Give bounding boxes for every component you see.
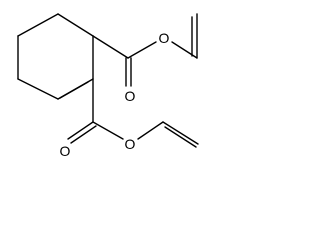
vinyl-2-double-a xyxy=(162,121,199,145)
ring-bond-c1-c2 xyxy=(57,13,94,37)
cyclohexene-ring xyxy=(17,13,94,100)
bond-ether-o-1-to-vinyl xyxy=(171,41,198,59)
bond-carbonyl-1-to-ether-o xyxy=(127,41,157,59)
ring-bond-c4-c4b-inner xyxy=(59,81,89,99)
ester2-ether-oxygen-label: O xyxy=(125,136,136,152)
ester2-carbonyl-oxygen-label: O xyxy=(60,143,71,159)
ester1-ether-oxygen-label: O xyxy=(159,30,170,46)
upper-vinyl-ester: O O xyxy=(92,13,198,104)
bond-ether-o-2-to-vinyl xyxy=(137,121,164,140)
bond-carbonyl-2-to-ether-o xyxy=(92,121,124,140)
structure-diagram: O O O O xyxy=(17,13,199,159)
bond-ring-to-carbonyl-1 xyxy=(92,35,129,59)
vinyl-2-double-b xyxy=(164,126,197,148)
ring-bond-c4-c5 xyxy=(17,78,59,100)
carbonyl-2-double-a xyxy=(67,121,94,140)
lower-vinyl-ester: O O xyxy=(60,78,199,159)
carbonyl-2-double-b xyxy=(70,125,97,144)
ester1-carbonyl-oxygen-label: O xyxy=(125,88,136,104)
ring-bond-c6-c1 xyxy=(17,13,59,37)
